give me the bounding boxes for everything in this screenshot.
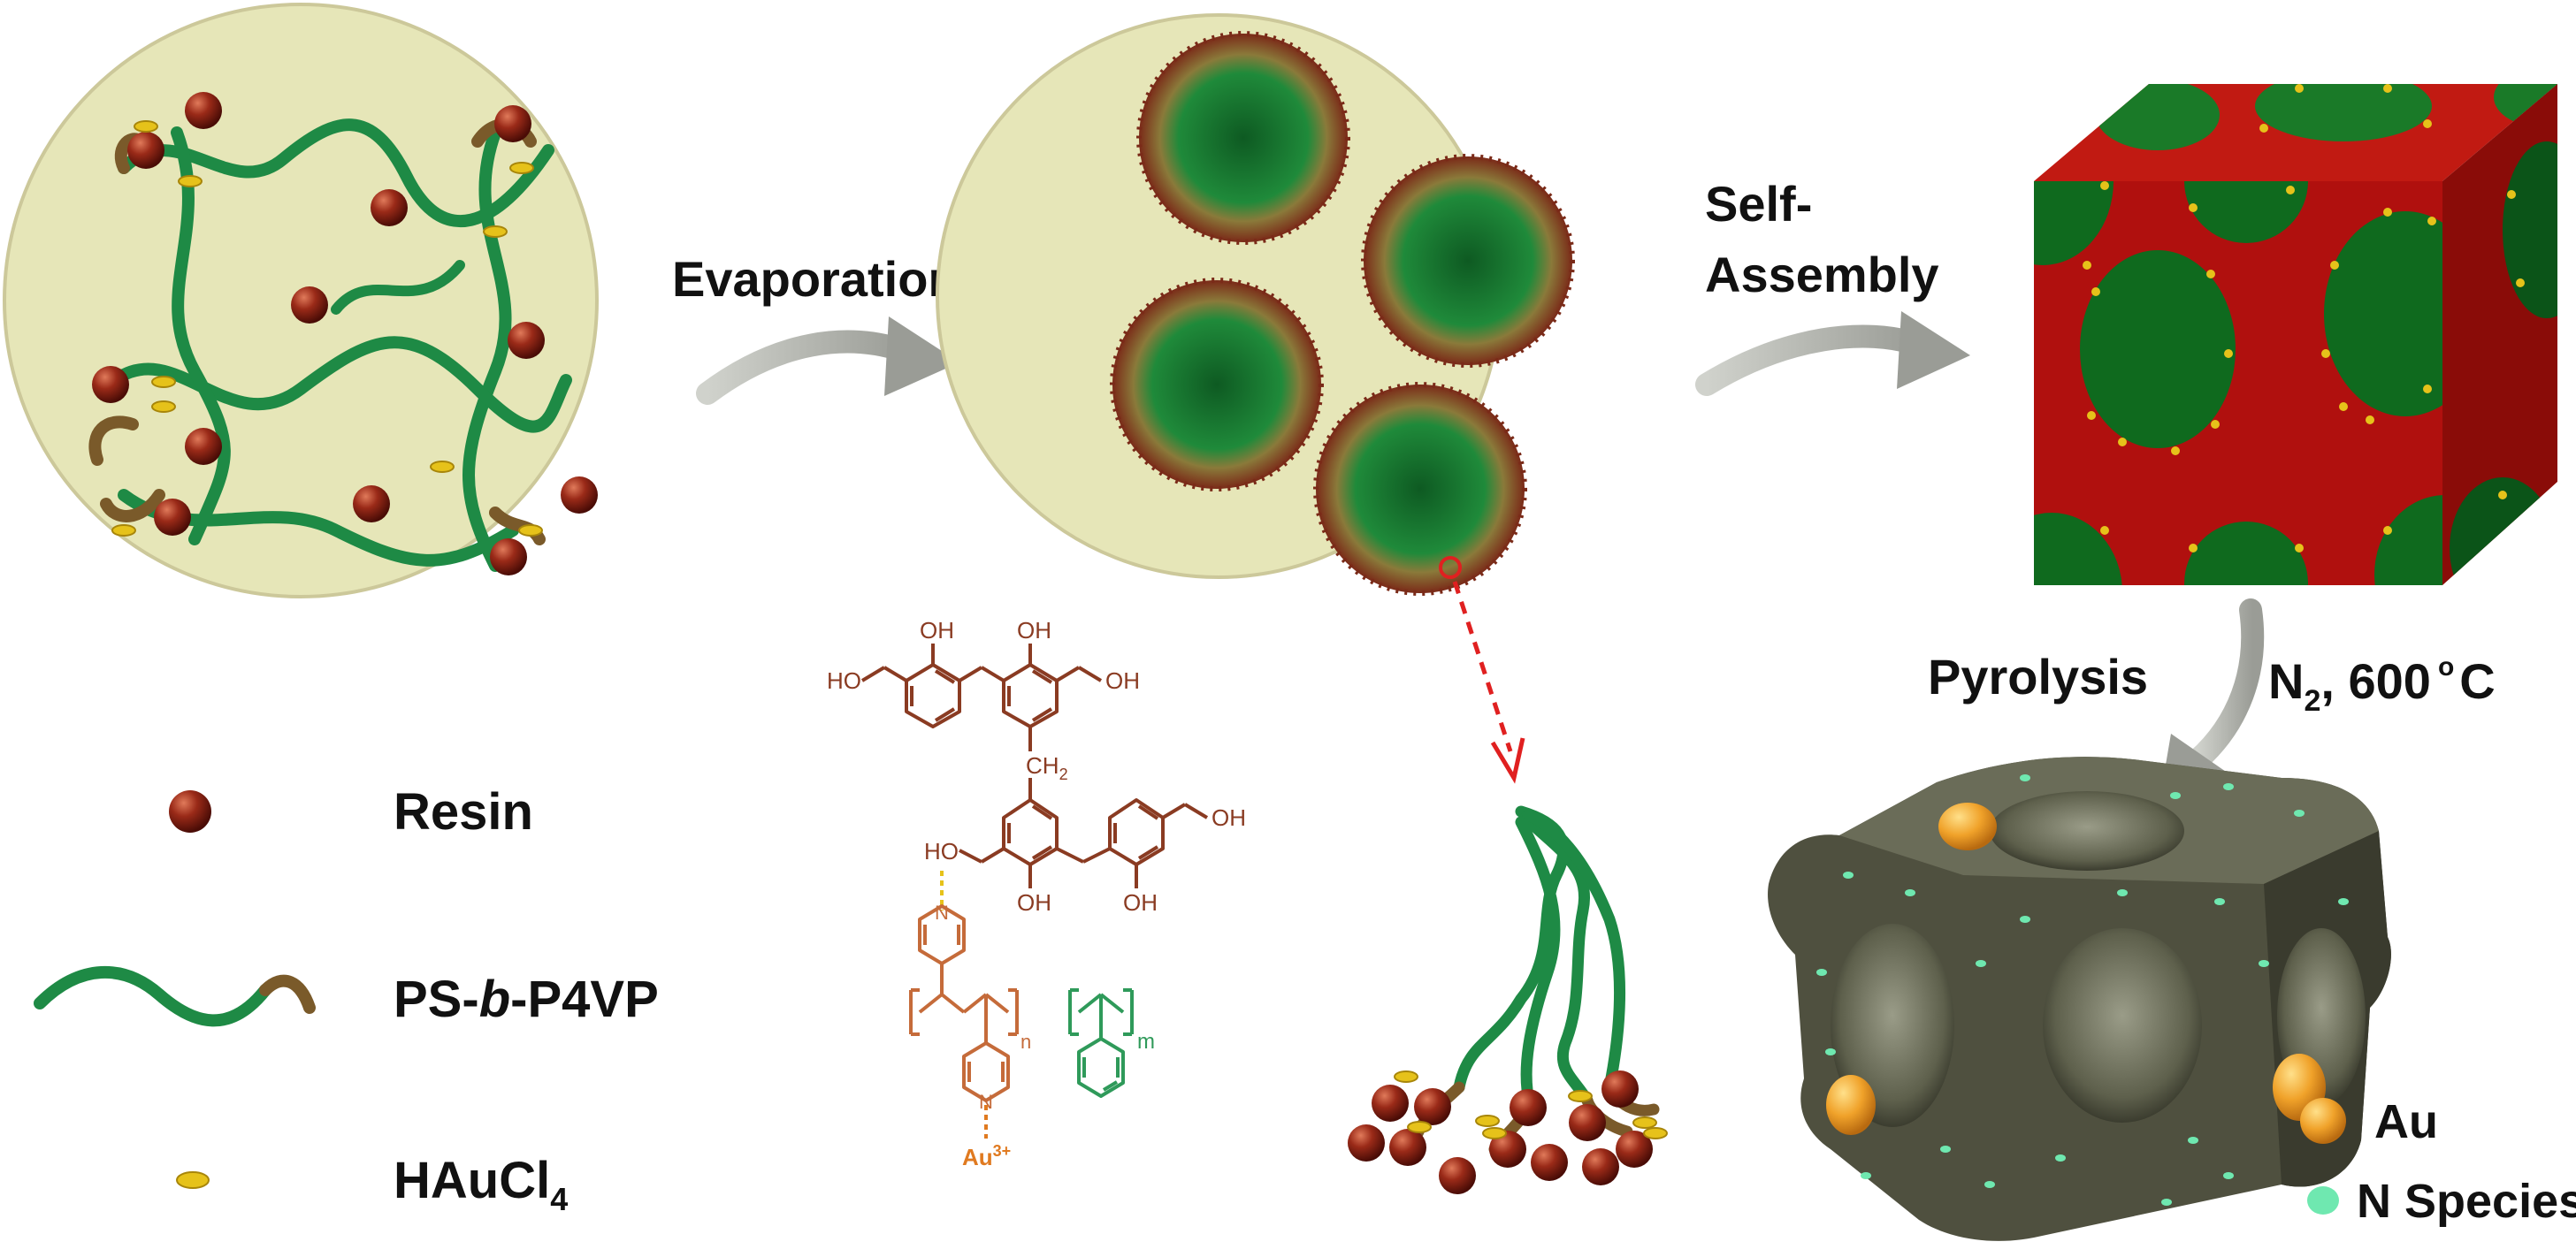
micelle — [1361, 154, 1575, 368]
micelle-circle — [936, 13, 1575, 784]
copolymer-legend-icon — [34, 965, 271, 1027]
product-legend: Au N Species — [2300, 1095, 2576, 1228]
micelle — [1136, 31, 1350, 245]
ps-structure — [1068, 988, 1134, 1098]
self-assembly-label-line1: Self- — [1705, 176, 1812, 232]
evaporation-label: Evaporation — [672, 251, 959, 307]
p4vp-structure — [909, 904, 1019, 1102]
micelle — [1110, 278, 1324, 491]
magnified-micelle-segment — [1348, 805, 1668, 1194]
self-assembly-label-line2: Assembly — [1705, 247, 1939, 302]
au-legend-icon — [2300, 1098, 2346, 1144]
evaporation-arrow: Evaporation — [672, 251, 959, 405]
chem-n-label: N — [935, 902, 949, 924]
pore — [1831, 924, 1954, 1127]
au-ion-label: Au3+ — [962, 1142, 1011, 1170]
n-species-dots — [1816, 774, 2349, 1206]
resin-legend-label: Resin — [394, 783, 533, 841]
chem-oh-label: OH — [1123, 889, 1158, 916]
n-species-legend-label: N Species — [2357, 1175, 2576, 1228]
resin-legend-icon — [169, 790, 211, 833]
precursor-solution-circle — [3, 3, 599, 598]
chem-n-label: N — [979, 1091, 993, 1113]
chem-oh-label: OH — [1017, 889, 1051, 916]
zoom-marker — [1439, 556, 1462, 579]
chem-ch2-label: CH2 — [1026, 752, 1068, 783]
porous-carbon-framework — [1768, 757, 2391, 1241]
component-legend: Resin PS-b-P4VP HAuCl4 — [34, 783, 659, 1217]
micelle — [1313, 382, 1527, 596]
haucl4-legend-icon — [176, 1171, 210, 1189]
n-species-legend-icon — [2307, 1186, 2339, 1215]
pore — [1990, 791, 2184, 871]
chem-oh-label: OH — [1017, 617, 1051, 644]
pore — [2043, 928, 2202, 1123]
chem-ho-label: HO — [827, 667, 861, 694]
chem-ho-label: HO — [924, 838, 959, 865]
haucl4-legend-label: HAuCl4 — [394, 1152, 568, 1217]
chem-subscript-n: n — [1020, 1031, 1031, 1053]
chem-subscript-m: m — [1137, 1030, 1155, 1054]
mesostructure-cube — [2034, 84, 2557, 585]
pyrolysis-label: Pyrolysis — [1928, 649, 2148, 705]
chem-oh-label: OH — [1105, 667, 1140, 694]
copolymer-legend-label: PS-b-P4VP — [394, 971, 659, 1028]
resin-structure — [860, 644, 1209, 888]
zoom-dashed-arrow — [1452, 581, 1513, 752]
au-legend-label: Au — [2374, 1095, 2438, 1148]
chem-oh-label: OH — [920, 617, 954, 644]
chemical-structure: OH OH HO OH CH2 HO OH OH OH N N n — [827, 617, 1246, 1170]
self-assembly-arrow: Self- Assembly — [1695, 176, 1970, 396]
chem-oh-label: OH — [1212, 804, 1246, 831]
